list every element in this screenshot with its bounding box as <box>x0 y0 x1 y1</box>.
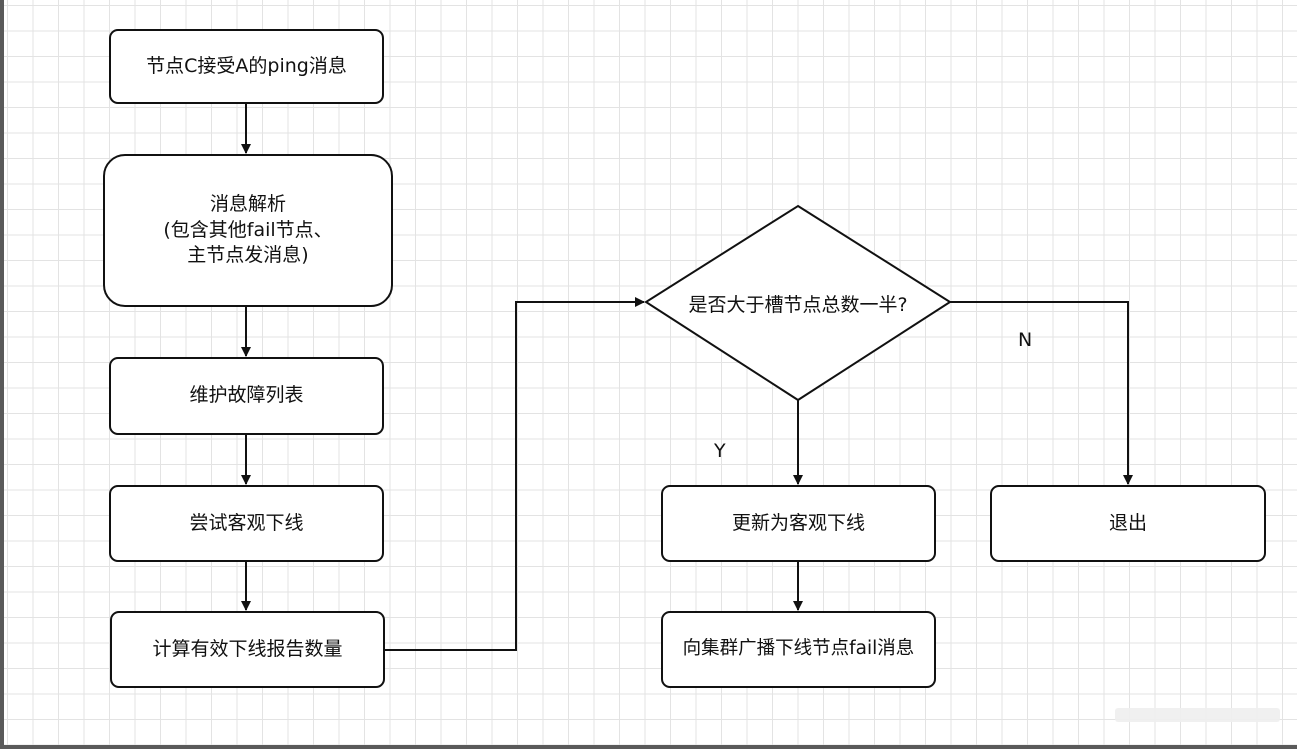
edge-label-yes: Y <box>714 440 726 462</box>
node-try-objective-offline: 尝试客观下线 <box>109 485 384 562</box>
window-left-border <box>0 0 4 749</box>
node-broadcast-fail: 向集群广播下线节点fail消息 <box>661 611 936 688</box>
node-parse-message: 消息解析 (包含其他fail节点、 主节点发消息) <box>103 154 393 307</box>
edge-label-no: N <box>1018 329 1033 351</box>
watermark <box>1115 708 1280 722</box>
node-count-reports: 计算有效下线报告数量 <box>110 611 385 688</box>
decision-text: 是否大于槽节点总数一半? <box>688 293 908 316</box>
connector-count-to-decision <box>385 297 645 651</box>
connector-decision-no <box>950 301 1133 485</box>
node-exit: 退出 <box>990 485 1266 562</box>
node-maintain-fault-list: 维护故障列表 <box>109 357 384 435</box>
node-update-objective-offline: 更新为客观下线 <box>661 485 936 562</box>
node-receive-ping: 节点C接受A的ping消息 <box>109 29 384 104</box>
window-bottom-border <box>0 745 1297 749</box>
